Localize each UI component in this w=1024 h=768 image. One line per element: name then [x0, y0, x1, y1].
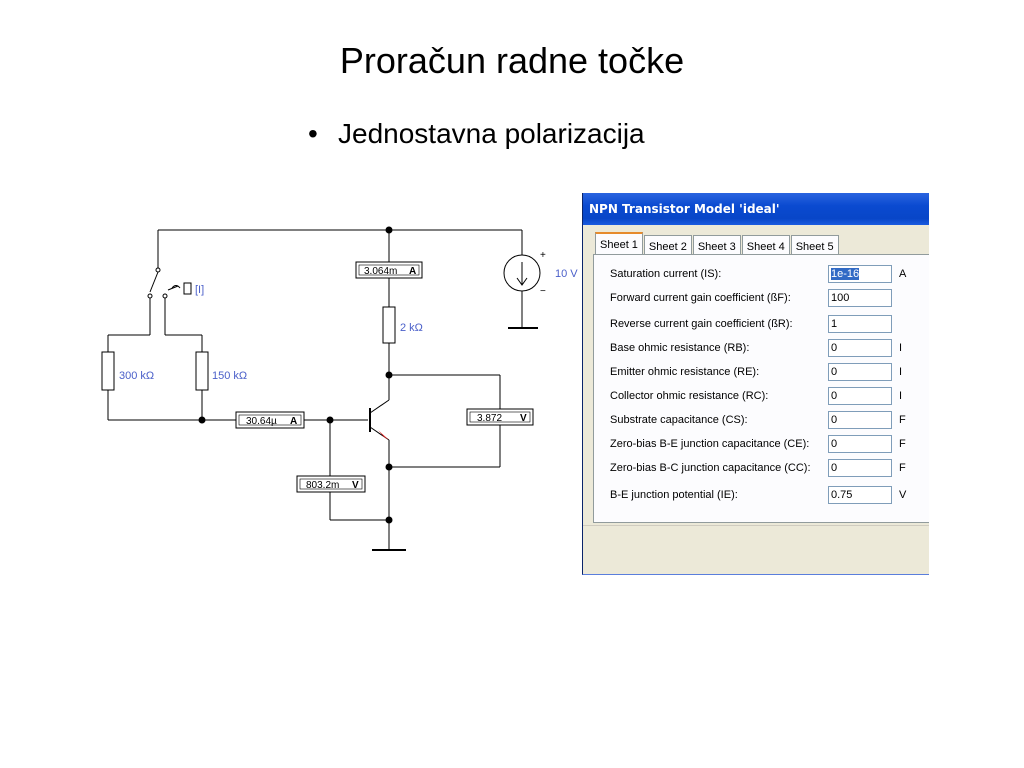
bullet-text: Jednostavna polarizacija: [338, 118, 645, 149]
param-input-cc[interactable]: 0: [828, 459, 892, 477]
tab-strip: Sheet 1 Sheet 2 Sheet 3 Sheet 4 Sheet 5: [595, 232, 840, 258]
resistor-2k: [382, 306, 396, 344]
param-row-br: Reverse current gain coefficient (ßR): 1: [610, 315, 929, 335]
param-unit: A: [899, 268, 907, 280]
param-unit: F: [899, 438, 906, 450]
r2-label: 150 kΩ: [212, 370, 247, 382]
resistor-150k: [195, 351, 209, 391]
param-input-rb[interactable]: 0: [828, 339, 892, 357]
param-label: Reverse current gain coefficient (ßR):: [610, 318, 793, 330]
param-row-cc: Zero-bias B-C junction capacitance (CC):…: [610, 459, 929, 479]
slide-title: Proračun radne točke: [339, 40, 685, 81]
param-label: Collector ohmic resistance (RC):: [610, 390, 769, 402]
switch-contact-icon: [155, 267, 161, 273]
param-label: Substrate capacitance (CS):: [610, 414, 748, 426]
vsource-minus: −: [540, 286, 546, 297]
switch-label: [I]: [195, 284, 204, 296]
svg-text:V: V: [352, 480, 359, 491]
voltmeter-ce: 3.872 V: [466, 408, 534, 426]
param-row-rc: Collector ohmic resistance (RC): 0 Ι: [610, 387, 929, 407]
vsource-label: 10 V: [555, 268, 578, 280]
svg-text:A: A: [409, 266, 416, 277]
param-unit: Ι: [899, 342, 903, 354]
param-input-ce[interactable]: 0: [828, 435, 892, 453]
param-unit: F: [899, 462, 906, 474]
r1-label: 300 kΩ: [119, 370, 154, 382]
bullet-item: • Jednostavna polarizacija: [308, 118, 645, 150]
param-row-rb: Base ohmic resistance (RB): 0 Ι: [610, 339, 929, 359]
rc-label: 2 kΩ: [400, 322, 423, 334]
param-unit: Ι: [899, 390, 903, 402]
tab-panel: Saturation current (IS): 1e-16 A Forward…: [593, 254, 929, 523]
resistor-300k: [101, 351, 115, 391]
param-label: Zero-bias B-C junction capacitance (CC):: [610, 462, 811, 474]
ammeter-collector: 3.064m A: [355, 261, 423, 279]
ammeter-collector-value: 3.064m: [364, 266, 397, 277]
param-row-cs: Substrate capacitance (CS): 0 F: [610, 411, 929, 431]
voltmeter-be-value: 803.2m: [306, 480, 339, 491]
param-input-rc[interactable]: 0: [828, 387, 892, 405]
param-label: Forward current gain coefficient (ßF):: [610, 292, 791, 304]
circuit-wires: [107, 229, 538, 551]
param-label: Zero-bias B-E junction capacitance (CE):: [610, 438, 810, 450]
param-row-ce: Zero-bias B-E junction capacitance (CE):…: [610, 435, 929, 455]
ammeter-base-value: 30.64µ: [246, 416, 277, 427]
vsource-plus: +: [540, 250, 546, 261]
param-input-re[interactable]: 0: [828, 363, 892, 381]
param-row-re: Emitter ohmic resistance (RE): 0 Ι: [610, 363, 929, 383]
param-label: B-E junction potential (ΙE):: [610, 489, 738, 501]
param-label: Saturation current (IS):: [610, 268, 722, 280]
tab-sheet-4[interactable]: Sheet 4: [741, 235, 790, 257]
param-input-bf[interactable]: 100: [828, 289, 892, 307]
junction-dots: [198, 226, 393, 524]
voltmeter-ce-value: 3.872: [477, 413, 502, 424]
npn-model-dialog: NPN Transistor Model 'ideal' Sheet 1 She…: [582, 193, 929, 575]
param-row-bf: Forward current gain coefficient (ßF): 1…: [610, 289, 929, 309]
tab-sheet-5[interactable]: Sheet 5: [790, 235, 839, 257]
circuit-diagram: 3.064m A 30.64µ A 3.872 V 803.2m V [I] 3…: [101, 226, 578, 551]
ammeter-base: 30.64µ A: [235, 411, 305, 429]
param-input-br[interactable]: 1: [828, 315, 892, 333]
bullet-marker: •: [308, 118, 318, 149]
param-input-is[interactable]: 1e-16: [828, 265, 892, 283]
svg-text:V: V: [520, 413, 527, 424]
param-input-ie[interactable]: 0.75: [828, 486, 892, 504]
voltmeter-be: 803.2m V: [296, 475, 366, 493]
param-row-is: Saturation current (IS): 1e-16 A: [610, 265, 929, 285]
tab-sheet-1[interactable]: Sheet 1: [595, 232, 643, 258]
param-label: Base ohmic resistance (RB):: [610, 342, 750, 354]
tab-sheet-2[interactable]: Sheet 2: [643, 235, 692, 257]
param-row-ie: B-E junction potential (ΙE): 0.75 V: [610, 486, 929, 506]
param-input-cs[interactable]: 0: [828, 411, 892, 429]
svg-text:A: A: [290, 416, 297, 427]
param-label: Emitter ohmic resistance (RE):: [610, 366, 760, 378]
tab-sheet-3[interactable]: Sheet 3: [692, 235, 741, 257]
dialog-title[interactable]: NPN Transistor Model 'ideal': [583, 193, 929, 225]
dialog-button-area: [583, 525, 929, 574]
param-unit: F: [899, 414, 906, 426]
emitter-arrow-icon: [378, 430, 389, 440]
param-unit: Ι: [899, 366, 903, 378]
param-unit: V: [899, 489, 907, 501]
